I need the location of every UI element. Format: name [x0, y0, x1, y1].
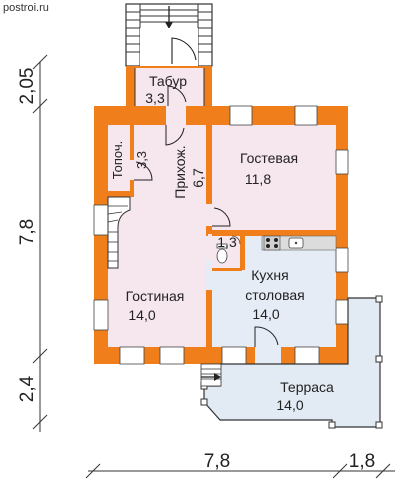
left-dimension-line — [32, 54, 48, 432]
tambur-room — [126, 66, 212, 106]
wc-area: 1,3 — [217, 234, 237, 250]
gostevaya-floor — [212, 125, 336, 230]
tambur-door — [167, 85, 187, 106]
wc-sink-icon — [231, 235, 241, 245]
dim-left-top: 2,05 — [17, 68, 38, 105]
kukhnya-area: 14,0 — [252, 306, 279, 322]
kukhnya-name-line1: Кухня — [251, 267, 288, 283]
terrace — [200, 295, 383, 429]
tambur-area: 3,3 — [145, 90, 165, 106]
terrace-door — [254, 326, 279, 347]
gostinaya-floor — [108, 197, 206, 347]
topoch-name: Топоч. — [110, 141, 125, 180]
topoch-area: 3,3 — [134, 151, 149, 169]
dim-left-bottom: 2,4 — [17, 375, 38, 402]
topoch-floor — [108, 125, 130, 193]
entry-door — [171, 37, 197, 64]
terrasa-area: 14,0 — [276, 397, 303, 413]
dim-bottom-left: 7,8 — [204, 451, 230, 472]
bottom-dimension-line — [85, 463, 395, 479]
dim-left-middle: 7,8 — [17, 219, 38, 245]
entrance-steps — [125, 3, 213, 67]
prikhozh-name: Прихож. — [172, 145, 188, 198]
stove-icon — [263, 235, 281, 251]
sink-icon — [288, 237, 304, 249]
kukhnya-name-line2: столовая — [245, 287, 305, 303]
gostinaya-area: 14,0 — [128, 307, 155, 323]
tambur-name: Табур — [149, 73, 187, 89]
entry-arrow-head — [165, 22, 173, 29]
gostinaya-name: Гостиная — [126, 288, 185, 304]
toilet-icon — [216, 243, 228, 264]
hall-door — [165, 125, 185, 146]
prikhozh-area: 6,7 — [190, 168, 206, 188]
stairs-icon — [107, 196, 131, 269]
windows — [93, 105, 349, 365]
watermark: postroi.ru — [3, 2, 49, 14]
terrasa-name: Терраса — [280, 379, 334, 395]
gostevaya-name: Гостевая — [240, 150, 298, 166]
boiler-door — [134, 161, 153, 181]
guest-door — [212, 207, 231, 227]
dim-bottom-right: 1,8 — [349, 451, 375, 472]
gostevaya-area: 11,8 — [245, 171, 271, 187]
